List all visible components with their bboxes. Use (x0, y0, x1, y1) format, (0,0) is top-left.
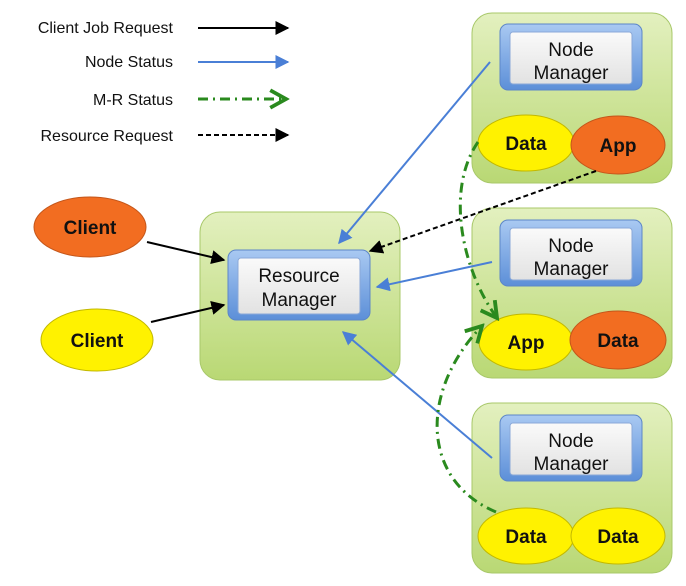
node-3-data-left-label: Data (505, 527, 547, 548)
node-3-manager-line1: Node (548, 431, 593, 452)
mr-status-arrow-lower (435, 326, 497, 514)
client-bottom-ellipse (40, 308, 154, 372)
node-1-status-arrow (338, 61, 491, 245)
legend: Client Job Request Node Status M-R Statu… (38, 20, 288, 145)
mr-status-arrow-upper (458, 141, 497, 318)
client-top-ellipse (33, 196, 147, 258)
arrows (146, 61, 597, 514)
node-2-data-label: Data (597, 331, 639, 352)
node-1-app (570, 115, 666, 175)
node-1-manager-box (509, 31, 633, 85)
node-2: Node Manager App Data (471, 207, 673, 379)
resource-manager-line2: Manager (262, 290, 338, 311)
node-2-manager-line2: Manager (534, 259, 610, 280)
node-3-status-arrow (341, 331, 493, 459)
node-2-app-label: App (508, 333, 545, 354)
client-top-label: Client (64, 218, 117, 239)
node-1-data-label: Data (505, 134, 547, 155)
node-2-data (569, 310, 667, 370)
legend-mr-status-label: M-R Status (93, 92, 173, 109)
node-3-manager-line2: Manager (534, 454, 610, 475)
node-3-data-right (570, 507, 666, 565)
node-3-manager-box (509, 422, 633, 476)
node-3: Node Manager Data Data (471, 402, 673, 574)
resource-manager-box (237, 257, 361, 315)
resource-manager-line1: Resource (258, 266, 339, 287)
node-2-manager-box (509, 227, 633, 281)
client-top: Client (33, 196, 147, 258)
node-1-manager-line2: Manager (534, 63, 610, 84)
client-bottom-job-request-arrow (150, 301, 226, 323)
client-top-job-request-arrow (146, 241, 226, 264)
node-1-manager-line1: Node (548, 40, 593, 61)
client-bottom-label: Client (71, 331, 124, 352)
legend-node-status-label: Node Status (85, 54, 173, 71)
node-3-data-right-label: Data (597, 527, 639, 548)
legend-client-job-request-label: Client Job Request (38, 20, 174, 37)
legend-resource-request-label: Resource Request (40, 128, 173, 145)
node-1: Node Manager Data App (471, 12, 673, 184)
node-2-manager-line1: Node (548, 236, 593, 257)
node-1-app-label: App (600, 136, 637, 157)
node-2-status-arrow (375, 261, 493, 292)
client-bottom: Client (40, 308, 154, 372)
